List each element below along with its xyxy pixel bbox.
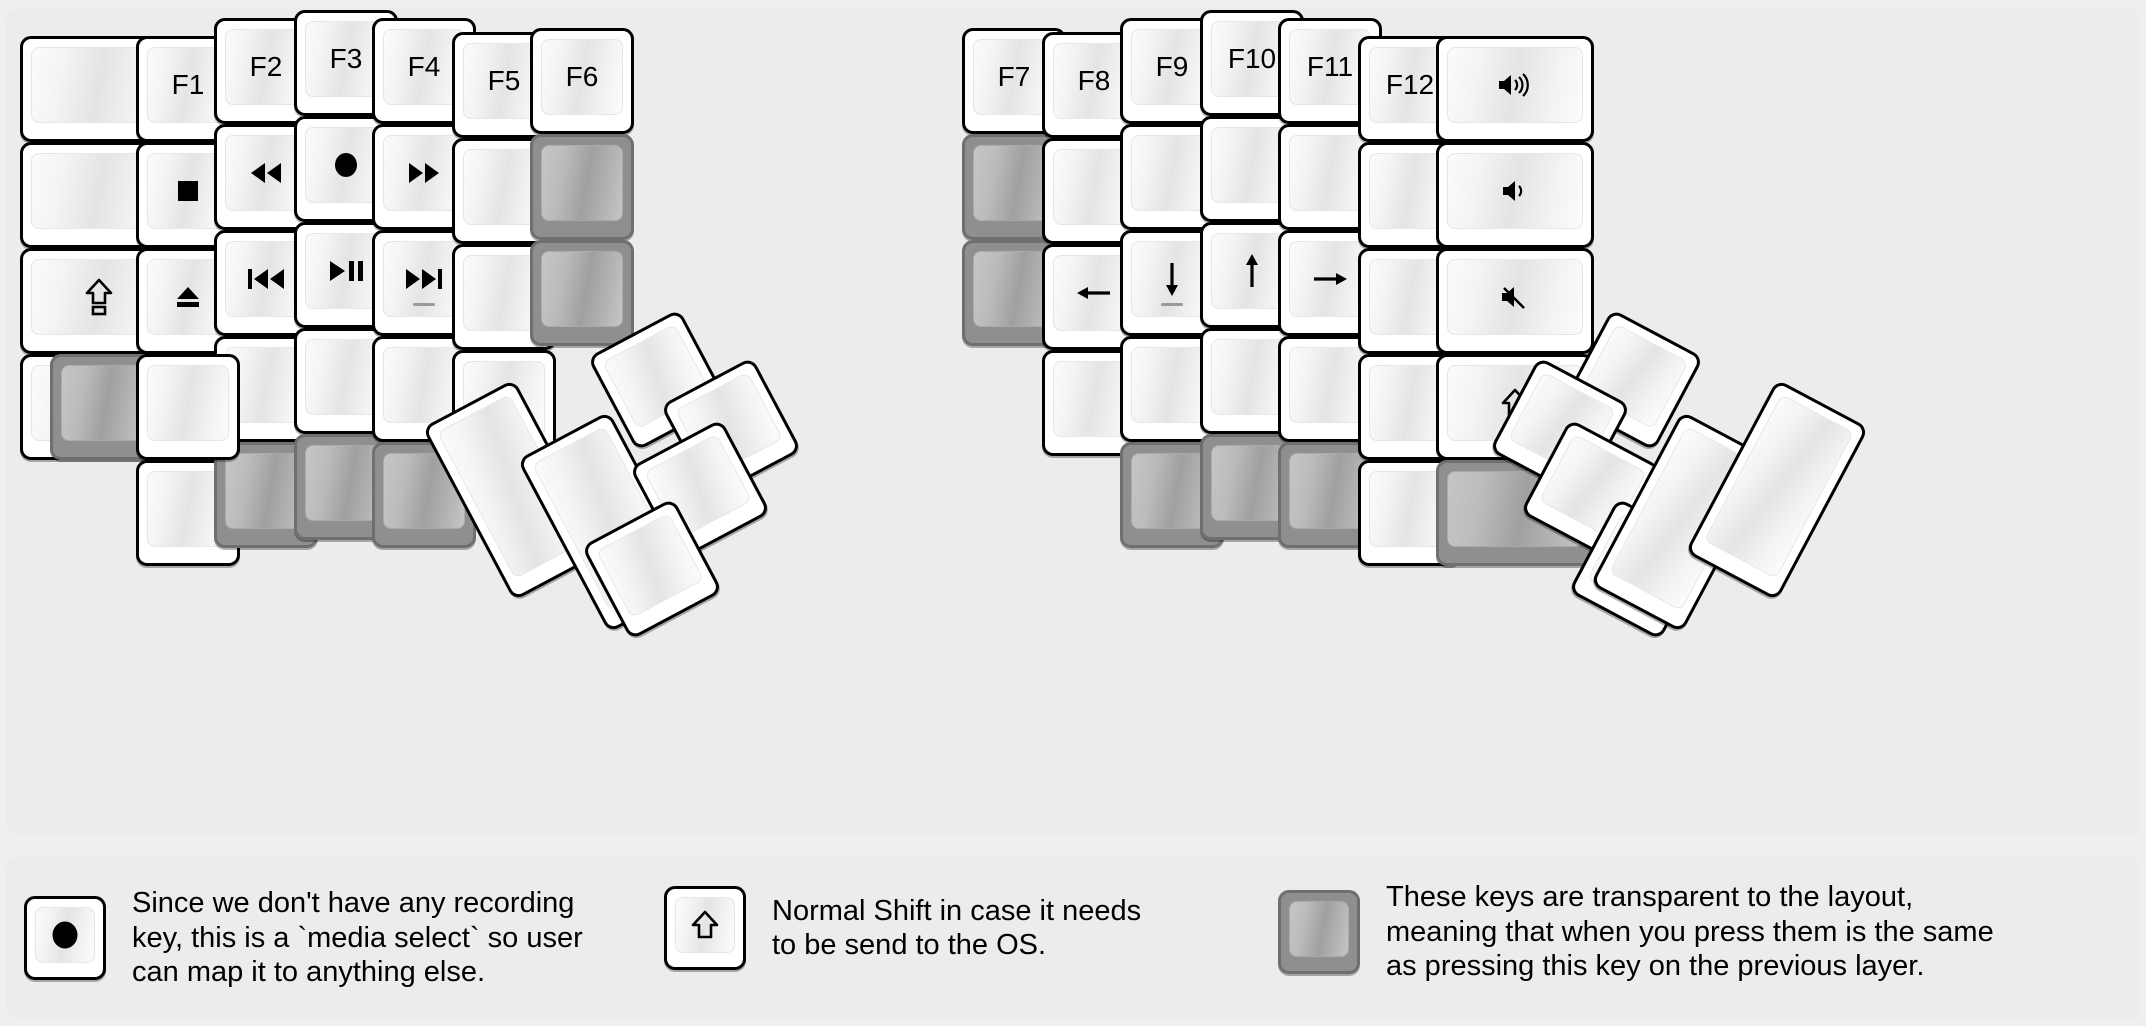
key-cap [1289, 347, 1371, 423]
media-play-pause-icon [326, 258, 366, 284]
shift-arrow-icon [690, 908, 720, 942]
volume-up-icon [1495, 70, 1535, 100]
volume-down-icon [1499, 176, 1531, 206]
legend-key-cap [35, 906, 95, 963]
right-col-pinky-outer-key-2[interactable] [1436, 142, 1594, 248]
arrow-right-icon [1310, 265, 1350, 293]
caps-lock-icon [84, 277, 114, 317]
key-cap [541, 145, 623, 221]
key-cap [1289, 453, 1371, 529]
key-label: F11 [1306, 51, 1354, 82]
record-circle-icon [48, 918, 82, 952]
key-cap [973, 251, 1055, 327]
key-cap [1447, 47, 1583, 123]
media-next-track-icon [403, 266, 445, 292]
left-col-inner-most-key-3[interactable] [530, 240, 634, 346]
media-rewind-icon [247, 160, 285, 186]
key-cap [147, 365, 229, 441]
key-cap [1447, 153, 1583, 229]
right-col-pinky-outer-key-1[interactable] [1436, 36, 1594, 142]
legend-item-shift: Normal Shift in case it needs to be send… [664, 886, 1141, 970]
right-col-pinky-outer-key-3[interactable] [1436, 248, 1594, 354]
left-left-bottom-blank[interactable] [136, 354, 240, 460]
media-fast-forward-icon [405, 160, 443, 186]
key-cap [1289, 135, 1371, 211]
key-label: F10 [1227, 43, 1277, 74]
right-col-ring-key-4[interactable] [1278, 336, 1382, 442]
key-cap [1131, 453, 1213, 529]
key-label: F8 [1077, 65, 1111, 96]
key-label: F7 [997, 61, 1031, 92]
media-prev-track-icon [245, 266, 287, 292]
key-cap [383, 347, 465, 423]
key-label: F6 [565, 61, 599, 92]
legend-text-record: Since we don't have any recording key, t… [132, 887, 583, 988]
key-cap: F6 [541, 39, 623, 115]
key-label: F12 [1385, 69, 1435, 100]
media-stop-icon [175, 178, 201, 204]
key-cap [1131, 241, 1213, 317]
key-cap [973, 145, 1055, 221]
key-label: F4 [407, 51, 441, 82]
legend-item-record: Since we don't have any recording key, t… [24, 886, 583, 990]
legend-key-shift [664, 886, 746, 970]
media-record-icon [331, 150, 361, 180]
key-label: F3 [329, 43, 363, 74]
legend-key-cap [675, 897, 735, 953]
key-label: F9 [1155, 51, 1189, 82]
key-label: F2 [249, 51, 283, 82]
homing-bar [413, 303, 435, 306]
key-label: F5 [487, 65, 521, 96]
left-col-inner-most-key-2[interactable] [530, 134, 634, 240]
arrow-up-icon [1238, 251, 1266, 291]
key-cap [225, 453, 307, 529]
legend-key-record [24, 895, 106, 980]
legend-key-cap [1289, 900, 1349, 957]
key-cap [1447, 259, 1583, 335]
left-col-inner-most-key-1[interactable]: F6 [530, 28, 634, 134]
arrow-down-icon [1158, 259, 1186, 299]
key-label: F1 [171, 69, 205, 100]
homing-bar [1161, 303, 1183, 306]
legend-key-transparent [1278, 889, 1360, 974]
key-cap [61, 365, 143, 441]
legend-text-shift: Normal Shift in case it needs to be send… [772, 894, 1142, 962]
legend-item-transparent: These keys are transparent to the layout… [1278, 880, 1994, 984]
media-eject-icon [173, 282, 203, 312]
legend-panel [6, 856, 2140, 1020]
key-cap [541, 251, 623, 327]
key-cap [225, 135, 307, 211]
volume-mute-icon [1498, 282, 1532, 312]
legend-text-transparent: These keys are transparent to the layout… [1386, 881, 1994, 982]
key-cap [1131, 135, 1213, 211]
arrow-left-icon [1074, 279, 1114, 307]
